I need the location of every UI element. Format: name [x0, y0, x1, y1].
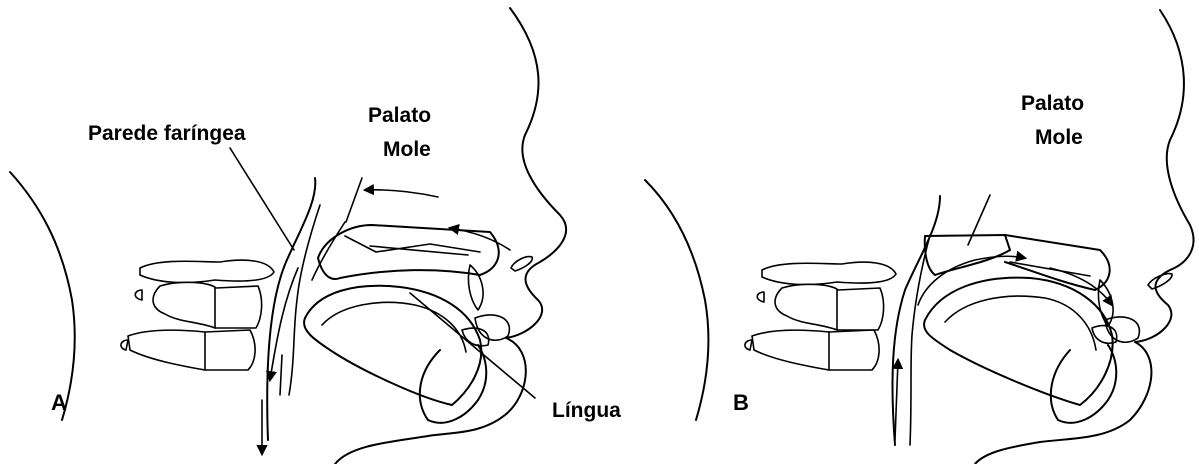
panel-b-pharyngeal-wall	[892, 196, 940, 445]
panel-a-soft-palate-pointer	[346, 178, 362, 222]
panel-a-pharyngeal-wall-label: Parede faríngea	[88, 122, 246, 145]
panel-a: Parede faríngea Palato Mole Língua A	[10, 8, 621, 464]
panel-a-back-of-head	[10, 172, 75, 420]
panel-b-soft-palate-label-line2: Mole	[1035, 126, 1083, 149]
panel-a-pharynx-front	[289, 205, 320, 395]
panel-a-soft-palate-label-line1: Palato	[368, 104, 431, 127]
panel-b-soft-palate-label-line1: Palato	[1021, 92, 1084, 115]
panel-a-upward-flow	[280, 355, 282, 395]
panel-b-nasal-floor	[1010, 262, 1090, 276]
panel-b-soft-palate-pointer	[968, 195, 990, 245]
panel-a-pharynx-arrow-2	[270, 268, 298, 380]
panel-a-tongue	[304, 286, 481, 405]
panel-b-pharynx-front	[910, 235, 930, 445]
panel-a-cervical-spine	[121, 260, 274, 370]
panel-a-letter: A	[51, 390, 67, 415]
panel-b: Palato Mole B	[645, 10, 1193, 464]
panel-a-pharynx-arrow-1	[312, 222, 345, 280]
panel-b-letter: B	[733, 390, 749, 415]
panel-b-tongue-inner	[945, 296, 1096, 350]
panel-a-lower-lip	[475, 315, 509, 340]
panel-a-upper-teeth	[468, 265, 483, 310]
panel-b-nostril	[1148, 274, 1172, 289]
panel-b-back-of-head	[645, 180, 708, 420]
panel-b-mandible	[1051, 345, 1116, 423]
panel-b-soft-palate	[925, 235, 1010, 275]
panel-b-face-profile	[975, 10, 1193, 464]
panel-b-upward-arrow-1	[895, 360, 898, 440]
panel-b-cervical-spine	[745, 262, 896, 370]
panel-a-tongue-label: Língua	[552, 399, 621, 422]
panel-b-hard-palate	[1005, 235, 1110, 290]
panel-a-nasal-arrow-2	[365, 190, 438, 197]
panel-a-tongue-inner	[322, 302, 466, 352]
panel-a-soft-palate-label-line2: Mole	[383, 138, 431, 161]
panel-a-pharyngeal-wall-pointer	[230, 148, 294, 250]
panel-a-mandible	[420, 345, 486, 423]
